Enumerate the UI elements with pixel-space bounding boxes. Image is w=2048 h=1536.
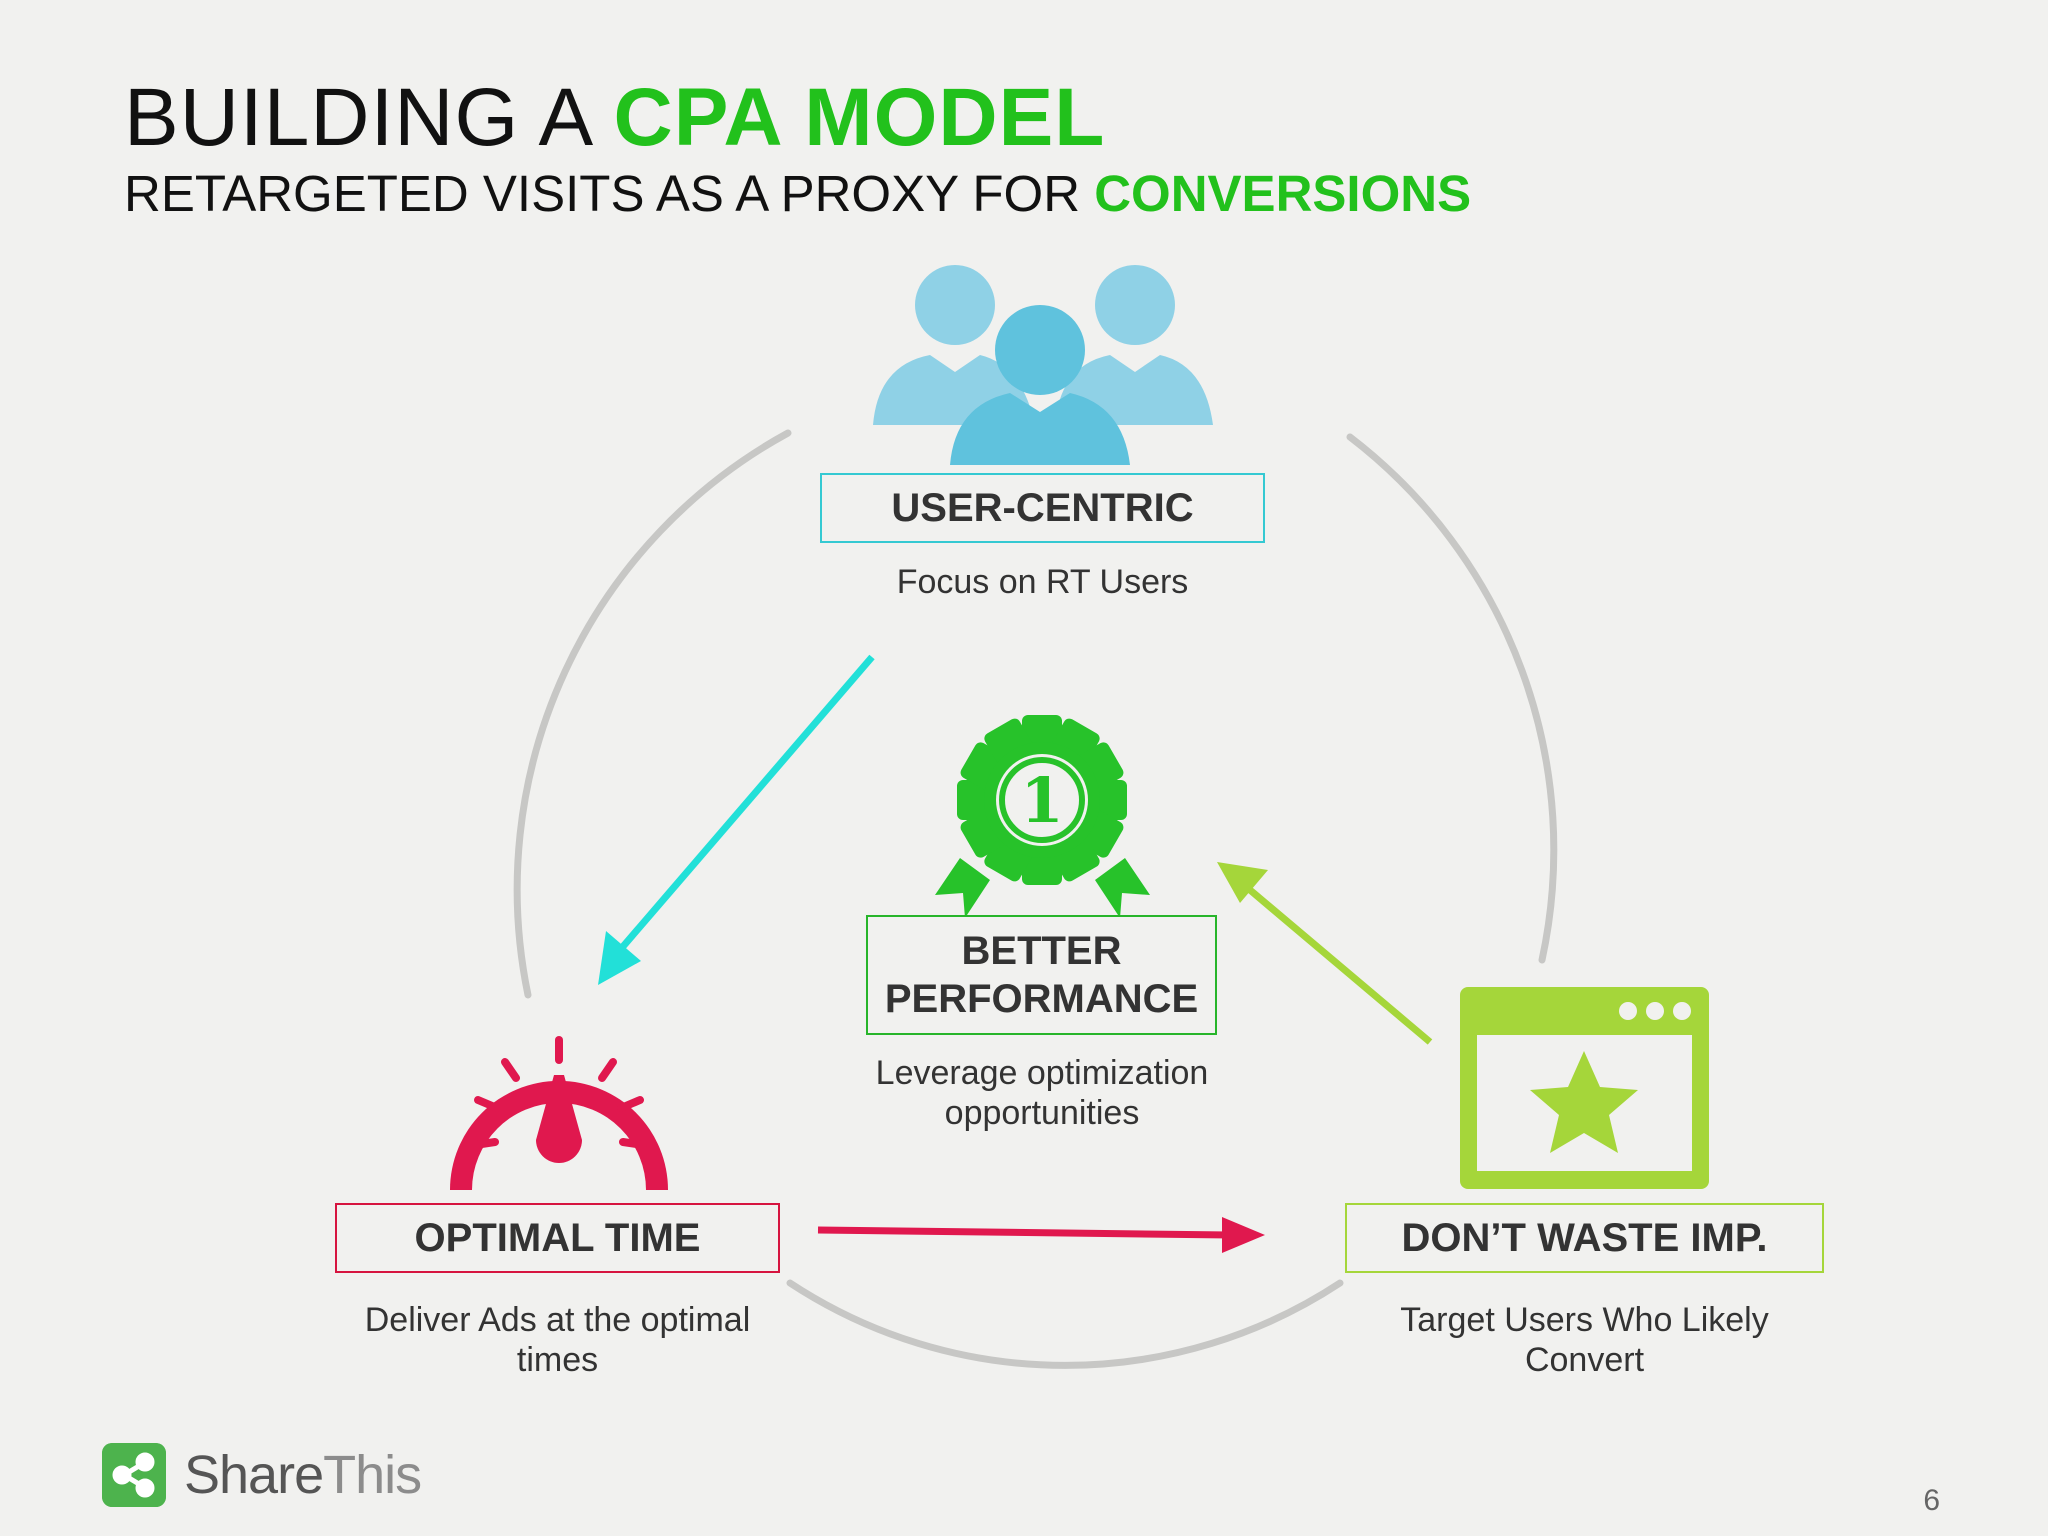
award-badge-icon: 1 [935, 715, 1150, 918]
cycle-arc-left [513, 429, 792, 999]
node-dont-waste-label: DON’T WASTE IMP. [1345, 1203, 1824, 1273]
logo-this-text: This [323, 1445, 422, 1505]
dont-waste-desc-line2: Convert [1524, 1341, 1645, 1379]
arrow-user-to-optimal [598, 654, 875, 985]
optimal-time-desc-line1: Deliver Ads at the optimal [364, 1301, 751, 1339]
subtitle-highlight: CONVERSIONS [1094, 165, 1472, 222]
better-performance-desc-line2: opportunities [944, 1094, 1140, 1132]
optimal-time-desc-line2: times [516, 1341, 599, 1379]
node-better-performance-label: BETTER PERFORMANCE [866, 915, 1217, 1035]
slide-title: BUILDING A CPA MODEL [124, 70, 1105, 166]
better-performance-desc-line1: Leverage optimization [875, 1054, 1209, 1092]
cycle-arc-bottom [786, 1279, 1344, 1369]
speedometer-icon [449, 1036, 668, 1190]
dont-waste-desc-line1: Target Users Who Likely [1400, 1301, 1769, 1339]
node-user-centric-description: Focus on RT Users [896, 563, 1189, 601]
logo-share-text: Share [184, 1445, 324, 1505]
node-better-performance-description: Leverage optimization opportunities [800, 1053, 1284, 1133]
slide-subtitle: RETARGETED VISITS AS A PROXY FOR CONVERS… [124, 162, 1471, 226]
logo-wordmark: ShareThis [184, 1444, 422, 1506]
users-icon [873, 265, 1213, 465]
arrow-waste-to-performance [1217, 862, 1433, 1045]
cycle-arcs [513, 429, 1558, 1369]
node-optimal-time-description: Deliver Ads at the optimal times [300, 1300, 815, 1380]
node-user-centric-label: USER-CENTRIC [820, 473, 1265, 543]
arrow-optimal-to-waste [817, 1217, 1265, 1253]
better-performance-line2: PERFORMANCE [884, 977, 1199, 1021]
title-prefix: BUILDING A [124, 72, 614, 163]
node-dont-waste-description: Target Users Who Likely Convert [1330, 1300, 1839, 1380]
sharethis-logo: ShareThis [102, 1443, 422, 1507]
badge-number: 1 [1020, 764, 1063, 837]
title-highlight: CPA MODEL [613, 72, 1106, 163]
better-performance-line1: BETTER [961, 929, 1122, 973]
cycle-arc-right [1346, 433, 1558, 964]
subtitle-prefix: RETARGETED VISITS AS A PROXY FOR [124, 165, 1095, 222]
share-icon [102, 1443, 166, 1507]
page-number: 6 [1923, 1484, 1940, 1517]
browser-star-icon [1460, 987, 1709, 1189]
node-optimal-time-label: OPTIMAL TIME [335, 1203, 780, 1273]
